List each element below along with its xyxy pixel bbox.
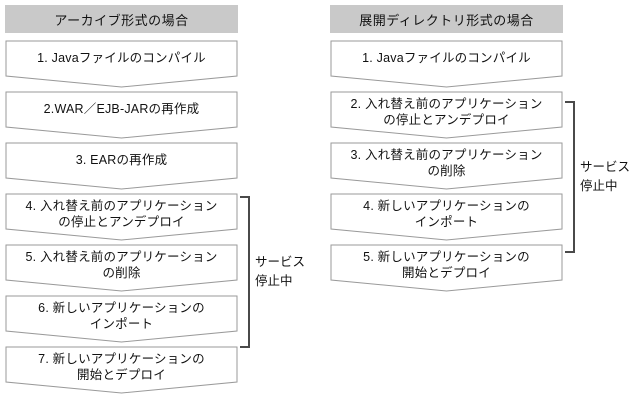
- bracket-cap-top: [565, 101, 575, 103]
- step-shape[interactable]: 5. 入れ替え前のアプリケーション の削除: [5, 244, 238, 292]
- service-stop-bracket-exploded: [565, 101, 575, 253]
- step-shape[interactable]: 3. EARの再作成: [5, 142, 238, 190]
- step-shape[interactable]: 6. 新しいアプリケーションの インポート: [5, 295, 238, 343]
- service-stop-note-archive: サービス 停止中: [255, 253, 305, 291]
- note-line: サービス: [255, 255, 306, 269]
- step-shape[interactable]: 7. 新しいアプリケーションの 開始とデプロイ: [5, 346, 238, 394]
- step-shape[interactable]: 1. Javaファイルのコンパイル: [5, 40, 238, 88]
- step-shape[interactable]: 5. 新しいアプリケーションの 開始とデプロイ: [330, 244, 563, 292]
- service-stop-note-exploded: サービス 停止中: [580, 158, 630, 196]
- note-line: 停止中: [580, 179, 618, 193]
- step-list-archive: 1. Javaファイルのコンパイル 2.WAR／EJB-JARの再作成 3. E…: [5, 40, 238, 397]
- note-line: 停止中: [255, 274, 293, 288]
- bracket-cap-bottom: [240, 346, 250, 348]
- step-shape[interactable]: 2. 入れ替え前のアプリケーション の停止とアンデプロイ: [330, 91, 563, 139]
- note-line: サービス: [580, 160, 631, 174]
- step-shape[interactable]: 3. 入れ替え前のアプリケーション の削除: [330, 142, 563, 190]
- step-shape[interactable]: 4. 入れ替え前のアプリケーション の停止とアンデプロイ: [5, 193, 238, 241]
- step-list-exploded: 1. Javaファイルのコンパイル 2. 入れ替え前のアプリケーション の停止と…: [330, 40, 563, 295]
- service-stop-bracket-archive: [240, 196, 250, 348]
- step-shape[interactable]: 2.WAR／EJB-JARの再作成: [5, 91, 238, 139]
- bracket-cap-top: [240, 196, 250, 198]
- column-header-archive: アーカイブ形式の場合: [5, 5, 238, 33]
- bracket-cap-bottom: [565, 251, 575, 253]
- step-shape[interactable]: 4. 新しいアプリケーションの インポート: [330, 193, 563, 241]
- column-header-exploded: 展開ディレクトリ形式の場合: [330, 5, 563, 33]
- bracket-vertical-line: [248, 196, 250, 348]
- step-shape[interactable]: 1. Javaファイルのコンパイル: [330, 40, 563, 88]
- bracket-vertical-line: [573, 101, 575, 253]
